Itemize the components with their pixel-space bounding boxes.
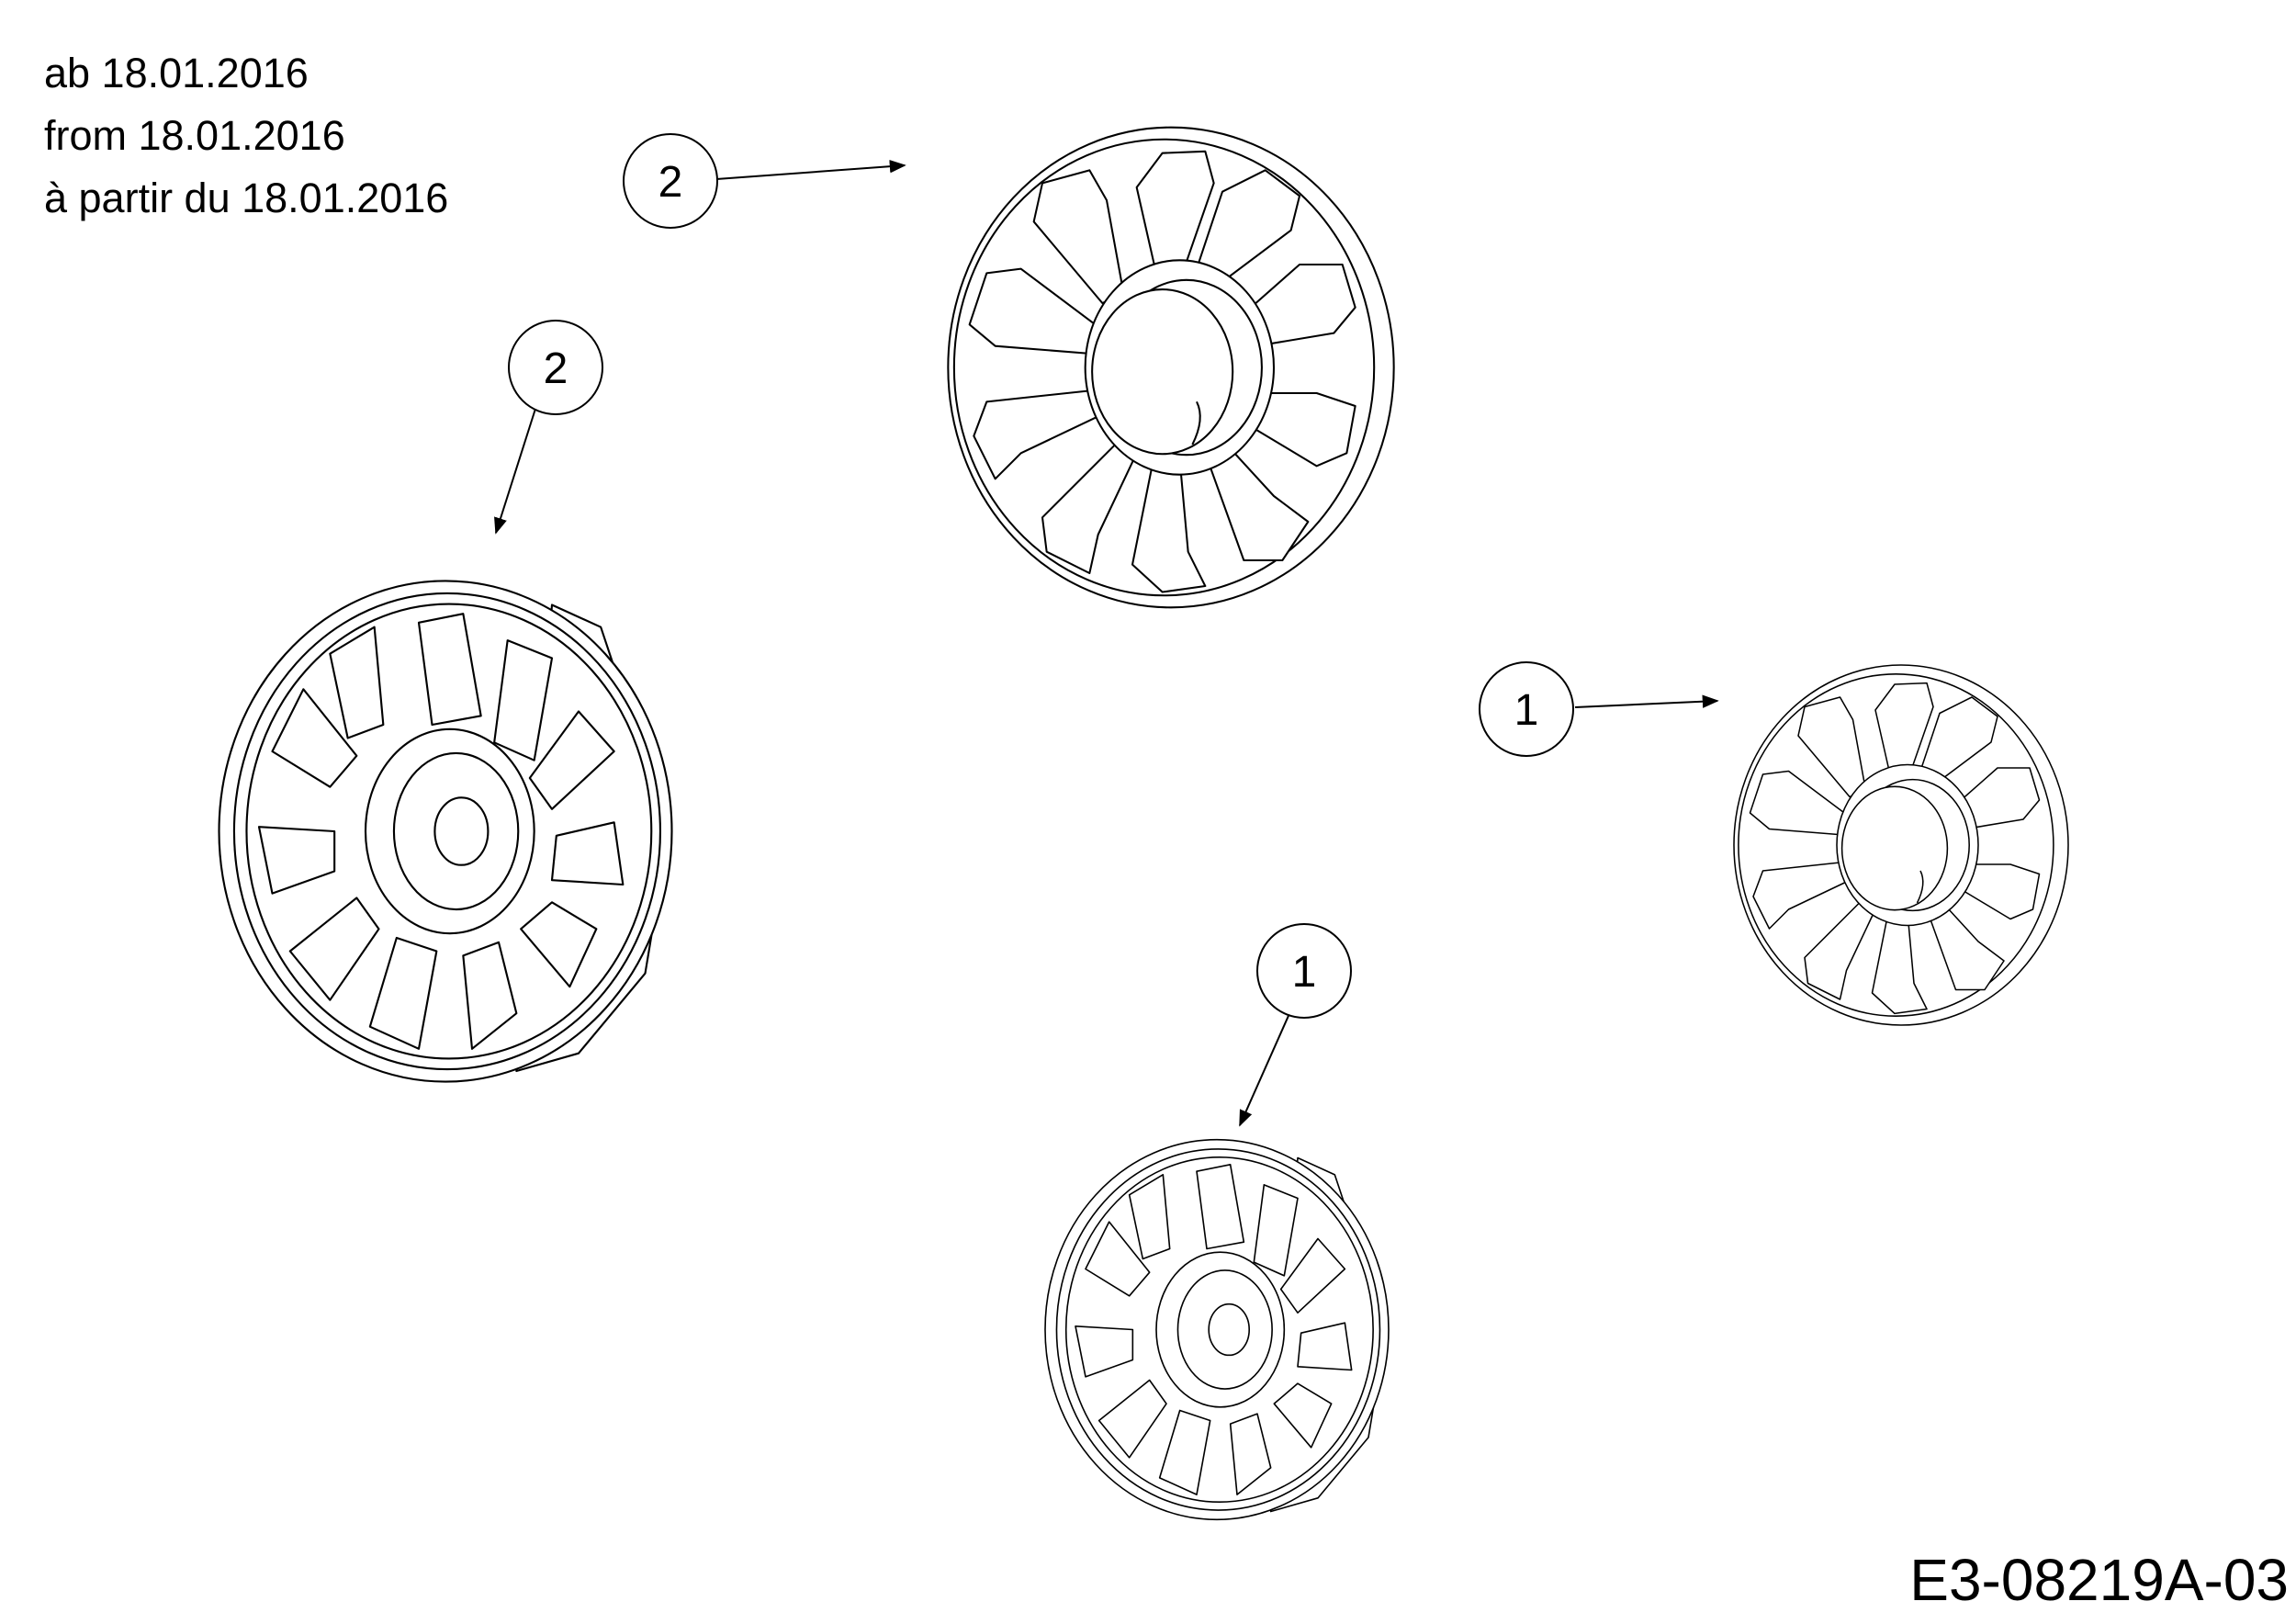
leader-line-1-back (1574, 694, 1719, 708)
small-cap-back-view (1733, 664, 2069, 1026)
leader-line-2-front (494, 408, 536, 535)
validity-note: ab 18.01.2016 from 18.01.2016 à partir d… (44, 42, 448, 230)
callout-balloon: 2 (623, 133, 718, 229)
validity-note-en: from 18.01.2016 (44, 112, 345, 159)
callout-balloon: 1 (1256, 923, 1352, 1019)
callout-label: 2 (544, 344, 568, 393)
validity-note-de: ab 18.01.2016 (44, 50, 309, 96)
leader-line-1-front (1239, 1000, 1296, 1127)
callout-label: 1 (1292, 948, 1317, 997)
callout-label: 1 (1514, 686, 1539, 735)
callout-balloon: 2 (508, 320, 603, 415)
small-cap-front-view (1043, 1138, 1390, 1521)
leader-line-2-back (715, 160, 906, 180)
large-cap-back-view (947, 126, 1395, 609)
drawing-number: E3-08219A-03 (1909, 1547, 2289, 1613)
validity-note-fr: à partir du 18.01.2016 (44, 175, 449, 221)
large-cap-front-view (218, 580, 673, 1083)
callout-balloon: 1 (1479, 661, 1574, 757)
callout-label: 2 (658, 158, 683, 207)
